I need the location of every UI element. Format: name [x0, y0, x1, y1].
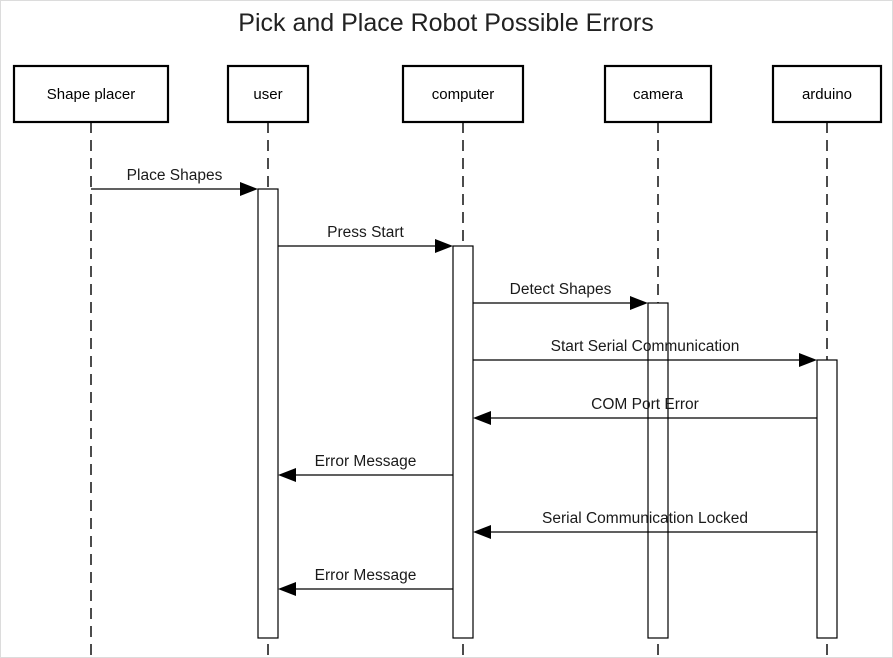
message-5-com-port-error: COM Port Error — [473, 396, 817, 425]
activation-bar-camera — [647, 302, 669, 639]
arrowhead-icon — [473, 411, 491, 425]
actor-label-shape-placer: Shape placer — [47, 86, 135, 103]
actor-label-computer: computer — [432, 86, 495, 103]
actor-box-arduino — [771, 64, 883, 124]
message-2-press-start: Press Start — [278, 224, 453, 253]
actor-box-computer — [401, 64, 525, 124]
message-1-place-shapes: Place Shapes — [91, 167, 258, 196]
actor-box-user — [226, 64, 310, 124]
arrowhead-icon — [435, 239, 453, 253]
message-label: Serial Communication Locked — [542, 510, 748, 527]
activation-bar-arduino — [816, 359, 838, 639]
activation-bar-computer — [452, 245, 474, 639]
activation-bar-user — [257, 188, 279, 639]
arrowhead-icon — [630, 296, 648, 310]
message-label: Place Shapes — [127, 167, 223, 184]
actors-layer: Shape placer user computer camera arduino — [12, 64, 883, 124]
message-label: Press Start — [327, 224, 404, 241]
actor-user: user — [226, 64, 310, 124]
arrowhead-icon — [473, 525, 491, 539]
message-label: Detect Shapes — [510, 281, 612, 298]
message-3-detect-shapes: Detect Shapes — [473, 281, 648, 310]
arrowhead-icon — [799, 353, 817, 367]
message-4-start-serial-communication: Start Serial Communication — [473, 338, 817, 367]
actor-arduino: arduino — [771, 64, 883, 124]
actor-shape-placer: Shape placer — [12, 64, 170, 124]
actor-label-arduino: arduino — [802, 86, 852, 103]
message-label: Error Message — [315, 567, 417, 584]
actor-box-camera — [603, 64, 713, 124]
message-7-serial-communication-locked: Serial Communication Locked — [473, 510, 817, 539]
arrowhead-icon — [278, 582, 296, 596]
message-label: COM Port Error — [591, 396, 699, 413]
activations-layer — [257, 188, 838, 639]
message-6-error-message: Error Message — [278, 453, 453, 482]
message-8-error-message: Error Message — [278, 567, 453, 596]
actor-label-user: user — [253, 86, 282, 103]
arrowhead-icon — [240, 182, 258, 196]
arrowhead-icon — [278, 468, 296, 482]
actor-camera: camera — [603, 64, 713, 124]
message-label: Start Serial Communication — [551, 338, 740, 355]
actor-computer: computer — [401, 64, 525, 124]
message-label: Error Message — [315, 453, 417, 470]
actor-label-camera: camera — [633, 86, 684, 103]
diagram-title: Pick and Place Robot Possible Errors — [238, 9, 653, 37]
actor-box-shape-placer — [12, 64, 170, 124]
